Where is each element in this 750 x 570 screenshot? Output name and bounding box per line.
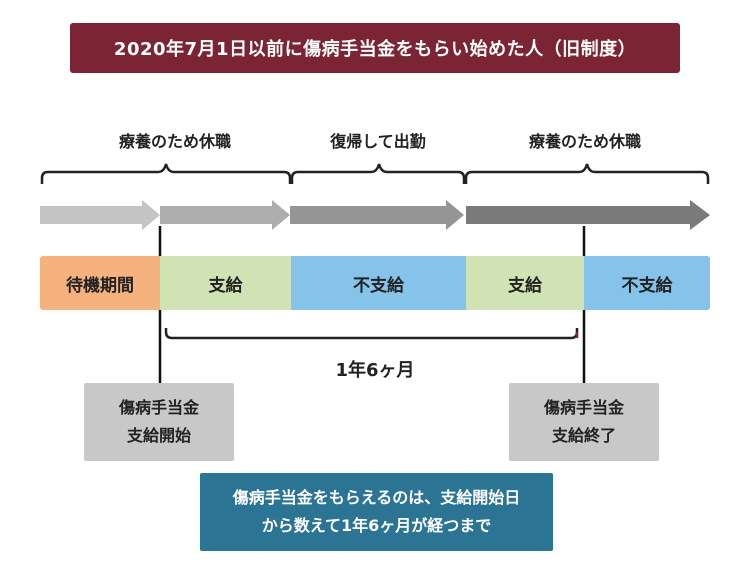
segment-label: 不支給 [353,275,404,296]
segment-label: 支給 [208,275,243,296]
note-line2: から数えて1年6ヶ月が経つまで [261,516,492,535]
end-box-line2: 支給終了 [551,426,616,445]
arrow-1 [40,200,160,230]
brace-leave-2 [464,163,710,184]
span-label: 1年6ヶ月 [335,360,415,381]
note-line1: 傷病手当金をもらえるのは、支給開始日 [232,488,521,507]
note-box: 傷病手当金をもらえるのは、支給開始日 から数えて1年6ヶ月が経つまで [200,473,553,551]
end-box: 傷病手当金 支給終了 [509,383,659,461]
segment-label: 不支給 [621,275,673,296]
arrow-2 [160,200,290,230]
arrow-4 [466,200,710,230]
segment-unpaid-1: 不支給 [291,256,466,310]
span-bracket [164,328,579,340]
title-banner: 2020年7月1日以前に傷病手当金をもらい始めた人（旧制度） [70,23,680,73]
period-label-leave-1: 療養のため休職 [118,132,231,151]
start-box-line2: 支給開始 [126,426,191,445]
start-box-line1: 傷病手当金 [118,398,199,417]
brace-return [290,163,466,184]
title-text: 2020年7月1日以前に傷病手当金をもらい始めた人（旧制度） [113,39,637,60]
arrow-3 [290,200,464,230]
end-box-line1: 傷病手当金 [543,398,624,417]
segment-paid-1: 支給 [160,256,291,310]
segment-label: 支給 [508,275,542,296]
period-label-leave-2: 療養のため休職 [528,132,641,151]
brace-leave-1 [40,163,292,184]
segment-paid-2: 支給 [466,256,584,310]
period-label-return: 復帰して出勤 [330,132,426,151]
segment-waiting: 待機期間 [40,256,160,310]
segment-unpaid-2: 不支給 [584,256,710,310]
start-box: 傷病手当金 支給開始 [84,383,234,461]
segment-label: 待機期間 [66,275,134,296]
